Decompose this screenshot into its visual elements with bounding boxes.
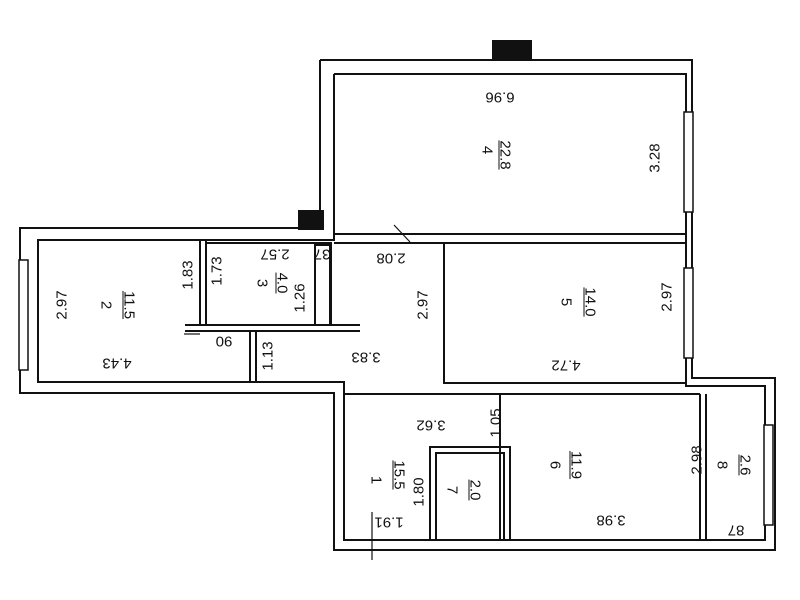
dimension-label: 2.97 [414,290,432,320]
room-number: 2 [97,300,115,310]
dimension-label: 2.57 [260,245,290,263]
dimension-label: 2.98 [688,445,706,475]
dimension-label: 90 [215,332,233,350]
room-number: 1 [367,475,385,485]
dimension-label: 1.73 [208,256,226,286]
dimension-label: 1.80 [410,477,428,507]
room-number: 7 [443,485,461,495]
room-number: 5 [557,297,575,307]
room-area: 22.8 [496,140,514,170]
window [683,267,694,359]
room-area: 4.0 [273,272,291,294]
room-area: 14.0 [581,287,599,317]
dimension-label: 1.13 [259,341,277,371]
dimension-label: 3.62 [416,416,446,434]
dimension-label: 3.98 [596,511,626,529]
room-area: 11.9 [567,450,585,480]
dimension-label: 3.83 [351,348,381,366]
room-area: 15.5 [390,460,408,490]
room-area: 2.0 [466,479,484,501]
dimension-label: 87 [727,521,745,539]
dimension-label: 3.28 [646,143,664,173]
room-area: 2.6 [736,454,754,476]
room-number: 6 [546,460,564,470]
dimension-label: 2.08 [376,249,406,267]
window [763,424,774,526]
vent [298,210,324,230]
room-number: 8 [713,460,731,470]
room-area: 11.5 [120,290,138,320]
dimension-label: 1.91 [374,513,404,531]
vent [492,40,532,60]
dimension-label: 6.96 [485,88,515,106]
room-number: 4 [478,145,496,155]
window [18,259,29,371]
dimension-label: 2.97 [658,282,676,312]
dimension-label: 4.72 [551,356,581,374]
dimension-label: 2.97 [53,290,71,320]
dimension-label: 37 [313,245,331,263]
dimension-label: 1.83 [179,260,197,290]
room-number: 3 [253,278,271,288]
dimension-label: 4.43 [102,354,132,372]
dimension-label: 1.05 [487,408,505,438]
dimension-label: 1.26 [291,283,309,313]
window [683,111,694,213]
